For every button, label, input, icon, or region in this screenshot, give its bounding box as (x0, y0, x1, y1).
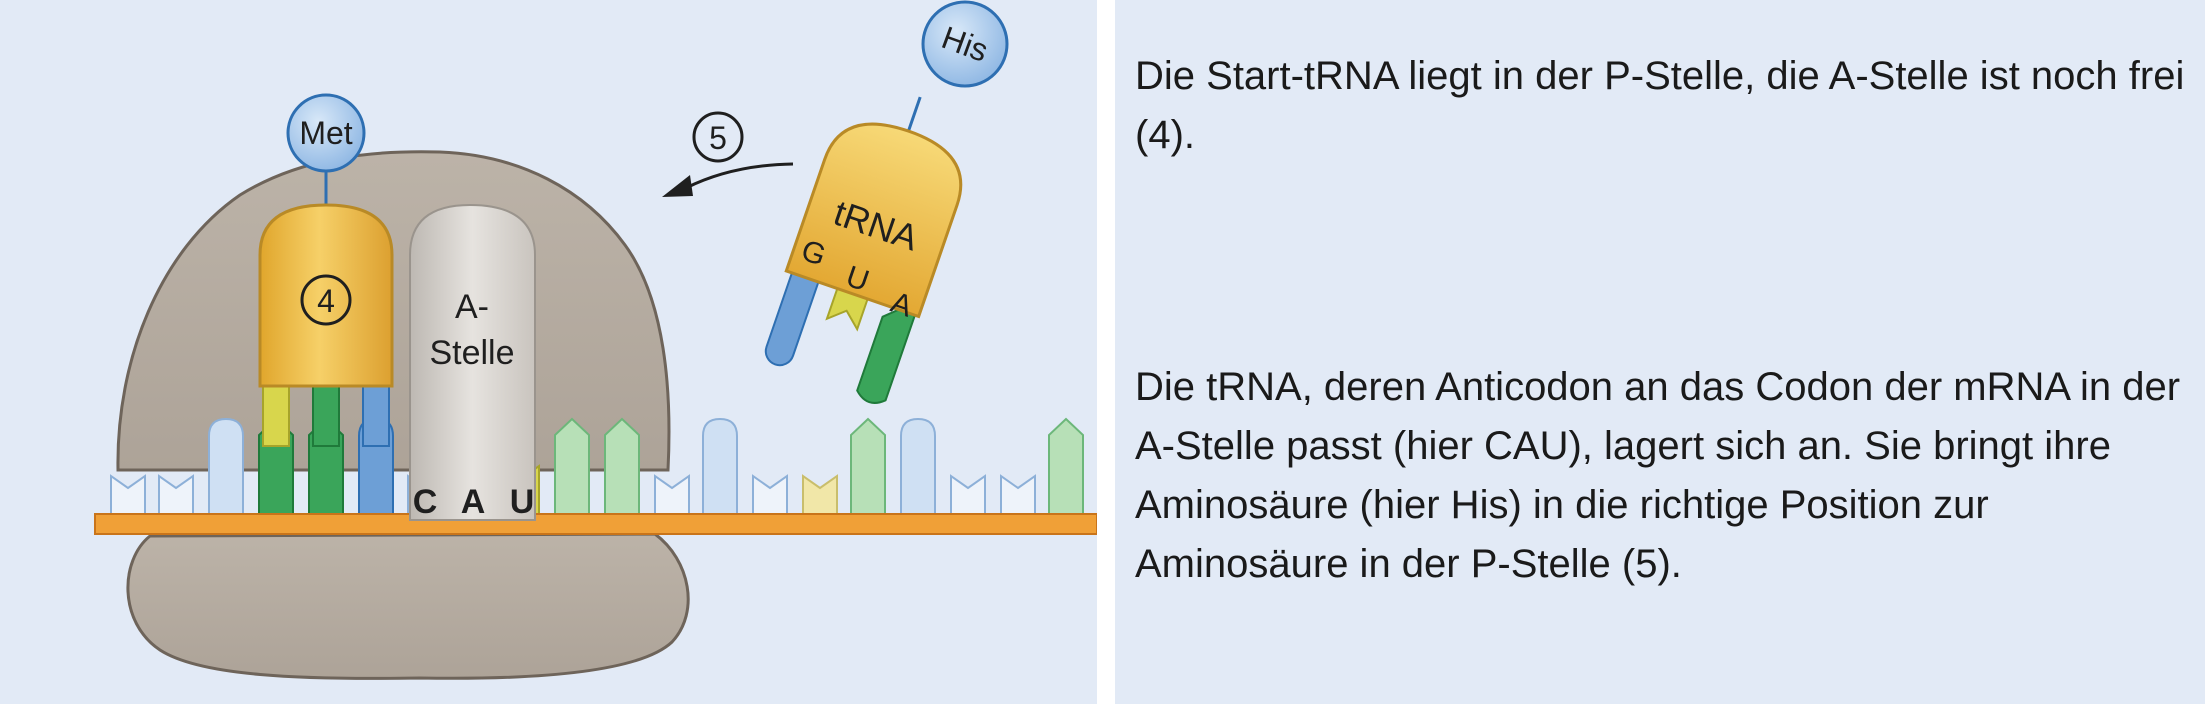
his-amino-acid (921, 0, 1009, 88)
step-marker-5-label: 5 (709, 120, 727, 156)
mrna-base (850, 417, 886, 515)
mrna-base (900, 417, 936, 515)
mrna-base (1048, 417, 1084, 515)
mrna-base (950, 474, 986, 515)
a-site (409, 203, 536, 521)
text-panel: Die Start-tRNA liegt in der P-Stelle, di… (1115, 0, 2205, 704)
movement-arrow (685, 162, 794, 190)
a-site-label: A- (455, 288, 489, 326)
small-ribosome-subunit (126, 532, 690, 680)
p-site-anticodon-base (362, 383, 390, 447)
mrna-base (752, 474, 788, 515)
step-marker-5 (692, 111, 744, 163)
mrna-base (158, 474, 194, 515)
initiator-trna (258, 203, 394, 388)
codon-letter: A (461, 483, 486, 521)
mrna-strand (94, 513, 1097, 535)
step-marker-4-label: 4 (317, 283, 335, 319)
mrna-base (654, 474, 690, 515)
incoming-trna (784, 122, 963, 319)
p-site-anticodon-base (262, 383, 290, 447)
mrna-base (554, 417, 590, 515)
step-marker-4 (300, 274, 352, 326)
figure-panel: A- Stelle 4 Met C A U tRNA G U A His 5 (0, 0, 1097, 704)
anticodon-base-a (856, 284, 923, 404)
arrow-head-icon (662, 175, 693, 197)
met-amino-acid (286, 93, 366, 173)
mrna-base (110, 474, 146, 515)
mrna-base (1000, 474, 1036, 515)
incoming-trna-group: tRNA G U A (764, 96, 963, 404)
codon-letter: C (413, 483, 438, 521)
panel-divider (1097, 0, 1115, 704)
caption-step-5: Die tRNA, deren Anticodon an das Codon d… (1135, 365, 2181, 586)
a-site-label: Stelle (429, 334, 514, 372)
mrna-base (702, 417, 738, 515)
mrna-base (802, 474, 838, 515)
mrna-base (604, 417, 640, 515)
mrna-base (208, 417, 244, 515)
caption-step-4: Die Start-tRNA liegt in der P-Stelle, di… (1135, 54, 2185, 157)
met-label: Met (299, 115, 352, 151)
his-stem (905, 96, 922, 136)
codon-letter: U (510, 483, 535, 521)
translation-diagram: A- Stelle 4 Met C A U tRNA G U A His 5 (94, 0, 1097, 680)
p-site-anticodon-base (312, 383, 340, 447)
